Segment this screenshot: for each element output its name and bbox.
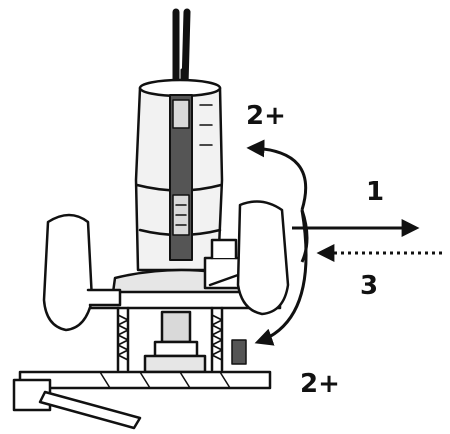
motion-arrows xyxy=(246,139,442,346)
left-handle xyxy=(42,213,122,332)
motor-housing xyxy=(134,78,224,272)
label-step-return: 3 xyxy=(360,271,378,301)
label-step-push: 1 xyxy=(366,177,384,207)
plunge-router-illustration xyxy=(12,8,290,430)
label-step-rotate-bottom: 2+ xyxy=(300,369,340,399)
sole-plate xyxy=(12,370,272,430)
label-step-rotate-top: 2+ xyxy=(246,101,286,131)
rotation-arrow-top xyxy=(246,139,308,211)
right-handle xyxy=(208,200,290,316)
rotation-arrow-bottom xyxy=(254,209,308,346)
rotation-arrow-link xyxy=(300,209,309,263)
plunge-columns xyxy=(116,306,224,372)
collet-assembly xyxy=(143,310,247,374)
